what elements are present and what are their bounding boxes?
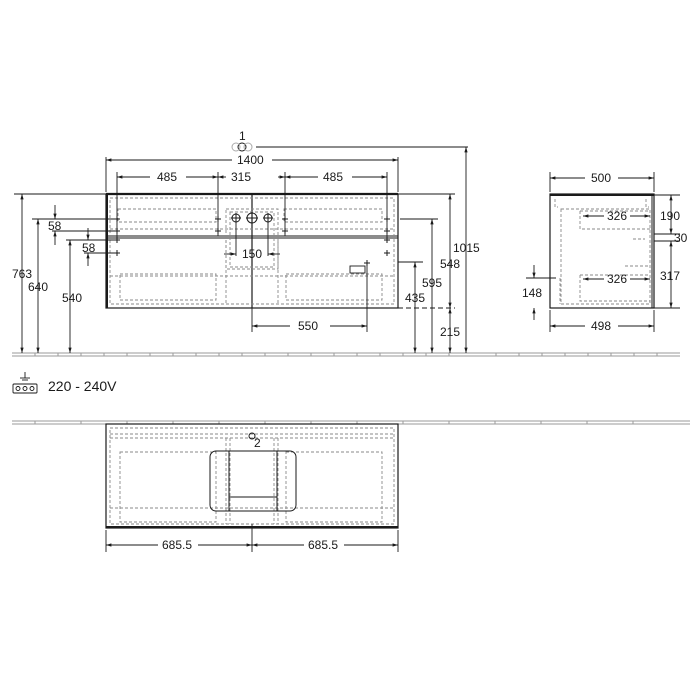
voltage-label: 220 - 240V (48, 378, 117, 394)
dim-height-763: 763 (12, 267, 32, 281)
dim-right-section: 485 (323, 170, 343, 184)
front-view: 1 1400 485 315 4 (12, 129, 680, 357)
dim-height-215: 215 (440, 325, 460, 339)
socket-ground-icon (12, 372, 38, 394)
dim-left-section: 485 (157, 170, 177, 184)
dim-offset-58-bottom: 58 (82, 241, 96, 255)
dim-middle-section: 315 (231, 170, 251, 184)
top-view: 2 685.5 685.5 (12, 420, 690, 552)
dim-drawer-bottom: 326 (607, 272, 627, 286)
dim-height-548: 548 (440, 257, 460, 271)
dim-left-half: 685.5 (162, 538, 192, 552)
dim-height-640: 640 (28, 280, 48, 294)
dim-total-width: 1400 (237, 153, 264, 167)
dim-upper-height: 190 (660, 209, 680, 223)
cabinet-front (105, 192, 399, 309)
dim-right-half: 685.5 (308, 538, 338, 552)
dim-drawer-top: 326 (607, 209, 627, 223)
dim-depth-top: 500 (591, 171, 611, 185)
dim-height-1015: 1015 (453, 241, 480, 255)
dim-height-435: 435 (405, 291, 425, 305)
dim-lower-height: 317 (660, 269, 680, 283)
dim-depth-bottom: 498 (591, 319, 611, 333)
floor-line-right (470, 352, 680, 357)
dim-tap-spacing: 150 (242, 247, 262, 261)
dim-bottom-offset: 148 (522, 286, 542, 300)
callout-2: 2 (248, 432, 261, 450)
side-view: 500 498 326 326 190 30 317 148 (522, 171, 688, 333)
callout-1: 1 (231, 129, 468, 152)
floor-line (12, 352, 470, 357)
tap-holes (231, 212, 273, 224)
socket-icon (349, 265, 366, 274)
dim-offset-58-top: 58 (48, 219, 62, 233)
electrical-note: 220 - 240V (12, 372, 117, 394)
svg-text:1: 1 (239, 129, 246, 143)
svg-text:2: 2 (254, 436, 261, 450)
dim-socket-offset: 550 (298, 319, 318, 333)
dim-height-595: 595 (422, 276, 442, 290)
basin-outline (209, 450, 297, 512)
dim-height-540: 540 (62, 291, 82, 305)
dim-gap: 30 (674, 231, 688, 245)
